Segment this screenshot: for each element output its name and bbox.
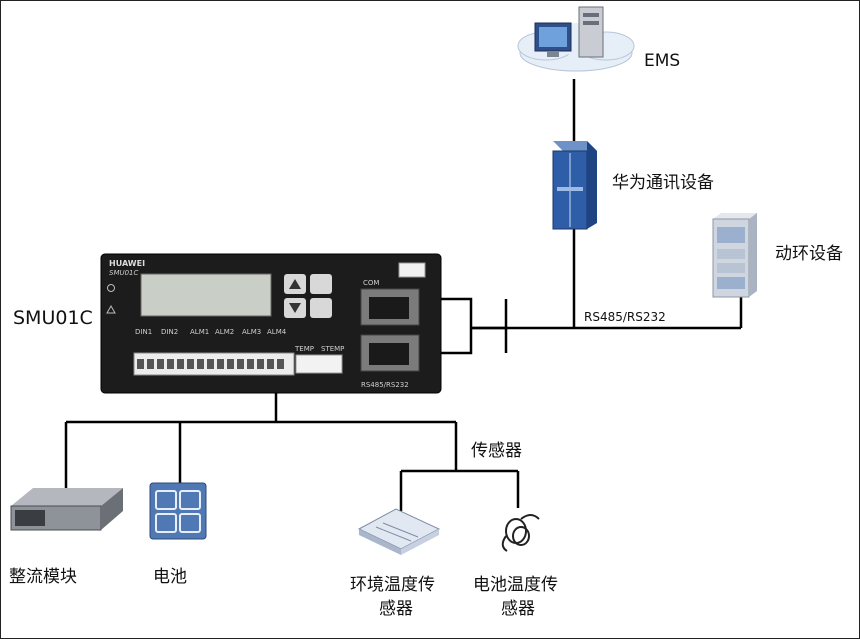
env-temp-sensor-icon — [357, 508, 441, 555]
din1-label: DIN1 — [135, 328, 152, 336]
enter-button — [310, 298, 332, 318]
com-port-label: COM — [363, 279, 379, 287]
rs485-bus-label: RS485/RS232 — [584, 310, 666, 324]
sensors-label: 传感器 — [471, 441, 522, 461]
stemp-label: STEMP — [321, 345, 344, 353]
temp-label: TEMP — [294, 345, 314, 353]
env-sensor-label-1: 环境温度传 — [350, 575, 435, 595]
alm4-label: ALM4 — [267, 328, 287, 336]
env-sensor-label-2: 感器 — [379, 599, 413, 619]
bat-sensor-label-1: 电池温度传 — [473, 575, 558, 595]
alm1-label: ALM1 — [190, 328, 209, 336]
rs-port-label: RS485/RS232 — [361, 381, 409, 389]
comm-device-label: 华为通讯设备 — [612, 173, 714, 193]
down-arrow-icon — [289, 303, 301, 313]
env-device-label: 动环设备 — [775, 244, 843, 264]
bat-temp-sensor-icon — [501, 514, 540, 552]
bat-sensor-label-2: 感器 — [501, 599, 535, 619]
usb-port — [398, 262, 426, 278]
power-indicator-icon — [107, 284, 115, 292]
battery-label: 电池 — [153, 567, 187, 587]
alarm-indicator-icon — [106, 304, 116, 314]
smu-model: SMU01C — [109, 269, 139, 277]
smu-label: SMU01C — [13, 307, 93, 329]
battery-icon — [149, 482, 207, 540]
ems-label: EMS — [644, 51, 680, 71]
up-arrow-icon — [289, 279, 301, 289]
temp-connector — [295, 354, 343, 374]
smu-brand: HUAWEI — [109, 259, 145, 268]
cancel-button — [310, 274, 332, 294]
ems-cloud-icon — [517, 6, 635, 72]
rectifier-icon — [10, 488, 123, 531]
alm2-label: ALM2 — [215, 328, 234, 336]
connection-lines — [64, 79, 743, 511]
env-device-icon — [712, 213, 757, 298]
smu-controller: HUAWEI SMU01C DIN1 DIN2 ALM1 ALM2 ALM3 A… — [100, 253, 442, 394]
rectifier-label: 整流模块 — [9, 567, 77, 587]
din2-label: DIN2 — [161, 328, 178, 336]
comm-cabinet-icon — [552, 141, 597, 230]
alm3-label: ALM3 — [242, 328, 261, 336]
